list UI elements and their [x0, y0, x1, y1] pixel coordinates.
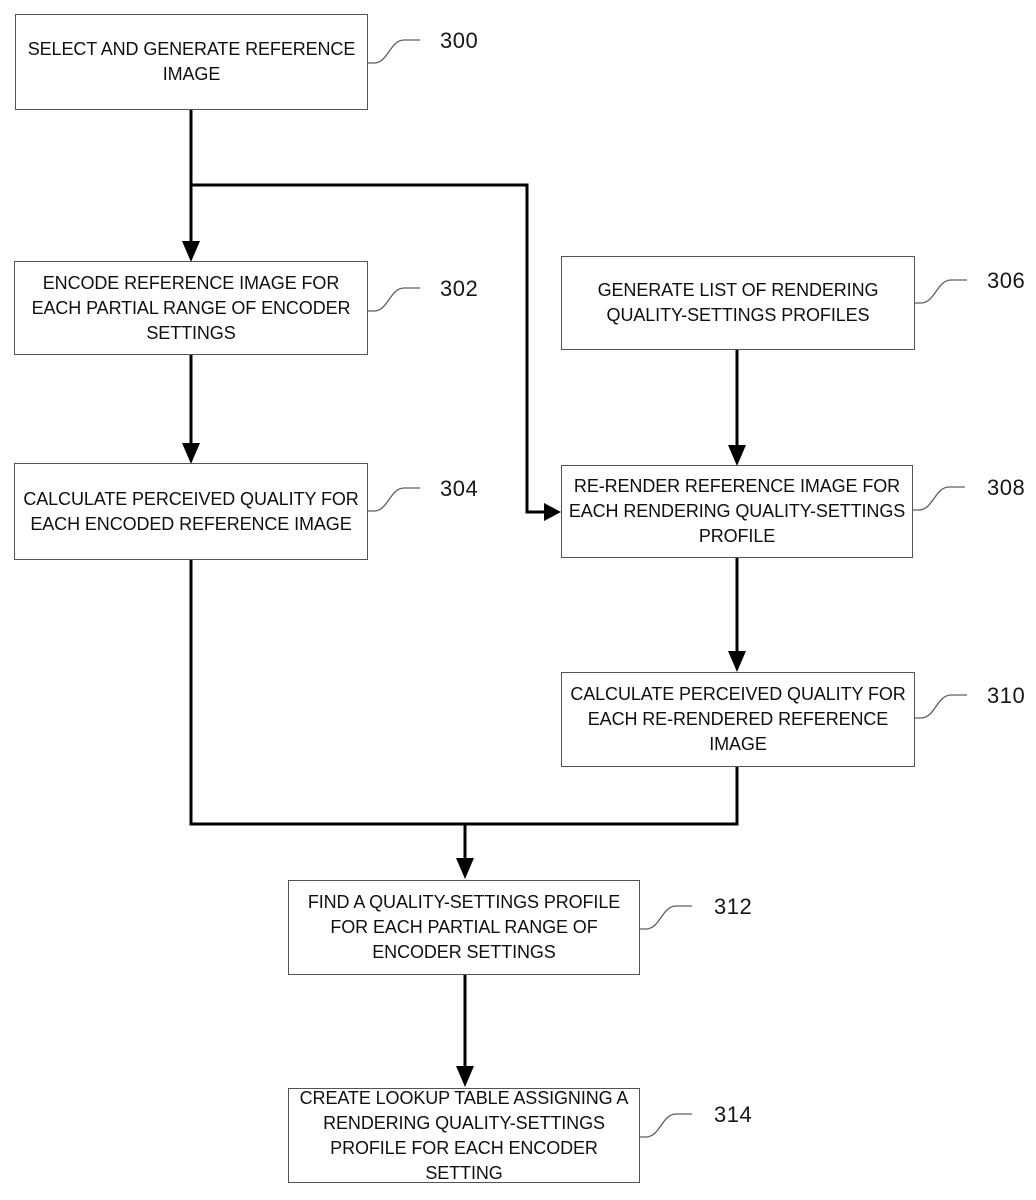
leader-306	[915, 279, 967, 304]
ref-label-306: 306	[987, 268, 1026, 293]
arrowhead-down-icon	[182, 443, 200, 464]
ref-label-302: 302	[440, 276, 479, 301]
flowchart-step-308: RE-RENDER REFERENCE IMAGE FOR EACH RENDE…	[561, 465, 913, 558]
flowchart-step-314: CREATE LOOKUP TABLE ASSIGNING A RENDERIN…	[288, 1088, 640, 1183]
ref-leader-lines	[368, 39, 967, 1138]
ref-label-310: 310	[987, 683, 1026, 708]
flowchart-step-302: ENCODE REFERENCE IMAGE FOR EACH PARTIAL …	[14, 261, 368, 355]
step-text: CALCULATE PERCEIVED QUALITY FOR EACH ENC…	[23, 488, 359, 534]
ref-label-314: 314	[714, 1102, 753, 1127]
step-text: ENCODE REFERENCE IMAGE FOR EACH PARTIAL …	[31, 272, 351, 343]
edge-merge-312	[189, 560, 739, 859]
arrowhead-down-icon	[456, 1066, 474, 1087]
step-text: SELECT AND GENERATE REFERENCE IMAGE	[27, 39, 356, 84]
flowchart-step-304: CALCULATE PERCEIVED QUALITY FOR EACH ENC…	[14, 463, 368, 560]
step-text: CREATE LOOKUP TABLE ASSIGNING A RENDERIN…	[299, 1087, 629, 1183]
leader-304	[368, 487, 420, 512]
flowchart-step-300: SELECT AND GENERATE REFERENCE IMAGE	[15, 14, 368, 110]
arrowhead-down-icon	[182, 241, 200, 262]
leader-302	[368, 287, 420, 312]
arrowhead-down-icon	[456, 858, 474, 879]
edge-300-308-branch	[189, 183, 545, 514]
ref-label-300: 300	[440, 28, 479, 53]
arrowhead-down-icon	[728, 445, 746, 466]
step-text: FIND A QUALITY-SETTINGS PROFILE FOR EACH…	[307, 892, 621, 962]
arrowhead-right-icon	[544, 503, 561, 521]
leader-312	[640, 905, 692, 930]
step-text: CALCULATE PERCEIVED QUALITY FOR EACH RE-…	[570, 684, 906, 754]
flowchart-step-310: CALCULATE PERCEIVED QUALITY FOR EACH RE-…	[561, 672, 915, 767]
ref-label-312: 312	[714, 894, 753, 919]
step-text: RE-RENDER REFERENCE IMAGE FOR EACH RENDE…	[568, 476, 906, 546]
arrowhead-down-icon	[728, 651, 746, 672]
flowchart-step-312: FIND A QUALITY-SETTINGS PROFILE FOR EACH…	[288, 880, 640, 975]
leader-314	[640, 1113, 692, 1138]
step-text: GENERATE LIST OF RENDERING QUALITY-SETTI…	[597, 280, 879, 325]
leader-308	[913, 486, 965, 511]
flow-lines	[189, 110, 739, 1067]
leader-310	[915, 694, 967, 719]
ref-label-308: 308	[987, 475, 1026, 500]
leader-300	[368, 39, 420, 64]
arrowheads	[182, 241, 746, 1087]
ref-label-304: 304	[440, 476, 479, 501]
flowchart-step-306: GENERATE LIST OF RENDERING QUALITY-SETTI…	[561, 256, 915, 350]
